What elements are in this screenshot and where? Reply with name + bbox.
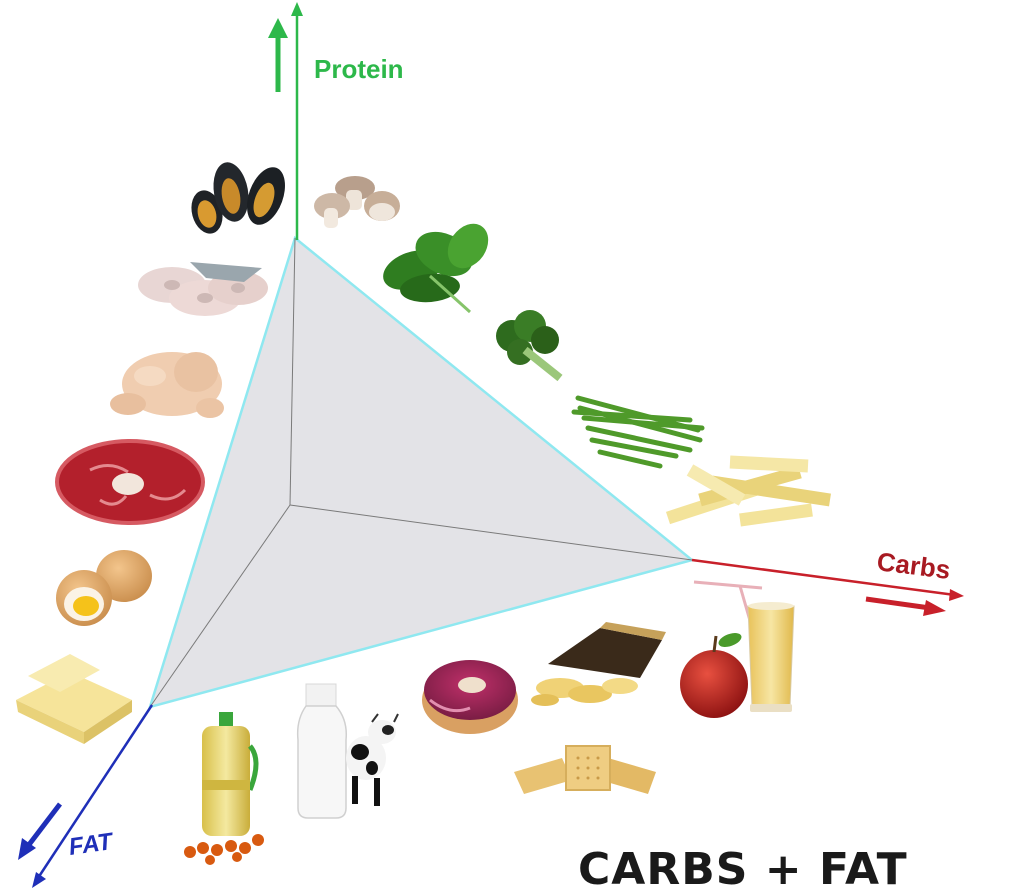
milk-bottle-icon <box>298 684 347 818</box>
fat-axis-label: FAT <box>67 828 116 861</box>
eggs-icon <box>56 550 152 626</box>
pasta-icon <box>668 462 830 520</box>
butter-icon <box>16 654 132 744</box>
spinach-icon <box>378 216 497 312</box>
protein-axis-label: Protein <box>314 54 404 84</box>
fish-steaks-icon <box>138 262 268 316</box>
toy-cow-icon <box>346 714 398 806</box>
donut-icon <box>422 660 518 734</box>
fat-arrow-icon <box>28 804 60 846</box>
cooking-oil-icon <box>184 712 264 865</box>
beef-shank-icon <box>57 441 203 523</box>
green-beans-icon <box>574 398 702 466</box>
crackers-icon <box>514 746 656 794</box>
mussels-icon <box>187 160 292 238</box>
mushrooms-icon <box>314 176 400 228</box>
carbs-axis: Carbs <box>692 546 964 616</box>
broccoli-icon <box>496 310 560 378</box>
apple-icon <box>680 630 748 718</box>
carbs-arrow-icon <box>866 599 930 608</box>
chips-icon <box>531 622 666 706</box>
raw-chicken-icon <box>110 352 224 418</box>
carbs-axis-label: Carbs <box>875 546 952 585</box>
diagram-caption: CARBS + FAT <box>578 844 908 893</box>
